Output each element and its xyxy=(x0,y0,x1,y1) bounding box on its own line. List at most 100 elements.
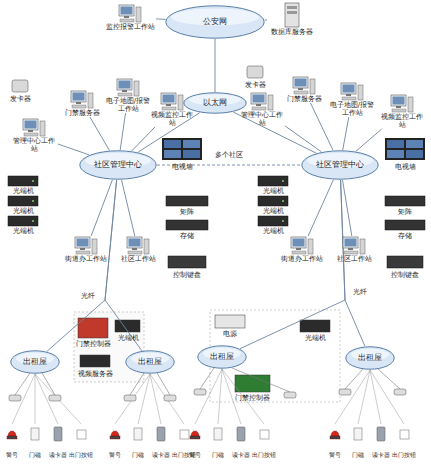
connector-line xyxy=(341,180,365,346)
connector-line xyxy=(58,144,89,155)
edge-label: 光纤 xyxy=(80,291,96,301)
monitor xyxy=(251,93,266,104)
ellipse-shape xyxy=(184,93,246,113)
part-label: 矩阵 xyxy=(398,209,412,216)
node-label: 出租屋 xyxy=(210,353,234,362)
part-label: 出门按钮 xyxy=(252,452,276,458)
ellipse-shape xyxy=(198,346,246,368)
keyboard xyxy=(24,133,38,136)
ellipse-shape xyxy=(346,347,394,369)
part-label: 电源 xyxy=(223,331,237,338)
monitor xyxy=(127,237,142,248)
node-label: 街道办工作站 xyxy=(279,255,325,263)
part-label: 读卡器 xyxy=(49,452,67,458)
computer-icon xyxy=(342,236,366,255)
screen xyxy=(129,239,141,247)
workstation-node: 电子地图/报警工作站 xyxy=(104,78,152,113)
node-label: 社区管理中心 xyxy=(316,161,364,170)
ellipse-shape xyxy=(126,351,174,373)
network-ellipse: 社区管理中心 xyxy=(301,150,379,180)
keyboard xyxy=(294,91,308,94)
part-label: 光端机 xyxy=(263,188,284,195)
part-label: 光端机 xyxy=(118,335,139,342)
stand xyxy=(296,248,301,250)
node-label: 管理中心工作站 xyxy=(10,137,58,153)
tower xyxy=(308,239,313,254)
network-ellipse: 公安网 xyxy=(165,5,265,39)
connector-line xyxy=(240,180,345,349)
part-label: 视频服务器 xyxy=(78,371,113,378)
connector-line xyxy=(90,117,110,150)
connector-line xyxy=(233,112,316,153)
computer-icon xyxy=(22,118,46,137)
keyboard xyxy=(162,107,176,110)
tower xyxy=(144,239,149,254)
connector-line xyxy=(47,180,117,351)
tower xyxy=(268,95,273,110)
monitor xyxy=(291,237,306,248)
stand xyxy=(346,94,351,96)
connector-line xyxy=(343,117,349,150)
screen xyxy=(163,95,175,103)
server-bay xyxy=(287,6,297,9)
door-contacts xyxy=(31,428,362,440)
stand xyxy=(166,104,171,106)
workstation-node: 视频监控工作站 xyxy=(379,94,425,129)
ellipse-shape xyxy=(166,6,264,38)
sensor-wires xyxy=(12,369,404,424)
house-equipment xyxy=(74,310,340,402)
monitor xyxy=(341,83,356,94)
part-label: 电视墙 xyxy=(395,164,416,171)
computer-icon xyxy=(126,236,150,255)
workstation-node: 监控报警工作站 xyxy=(104,4,156,31)
tower xyxy=(360,239,365,254)
part-label: 门禁控制器 xyxy=(76,341,111,348)
workstation-node: 街道办工作站 xyxy=(63,236,109,263)
connector-line xyxy=(215,39,216,92)
keyboard xyxy=(76,251,90,254)
part-label: 门磁 xyxy=(29,452,41,458)
part-label: 门磁 xyxy=(352,452,364,458)
node-label: 数据库服务器 xyxy=(267,28,317,36)
node-label: 出租屋 xyxy=(23,358,47,367)
screen xyxy=(343,85,355,93)
screen xyxy=(77,239,89,247)
computer-icon xyxy=(340,82,364,101)
rack-lights xyxy=(32,180,284,222)
node-label: 出租屋 xyxy=(138,358,162,367)
connector-line xyxy=(356,129,382,151)
node-label: 社区工作站 xyxy=(116,255,160,263)
part-label: 门禁控制器 xyxy=(235,395,270,402)
keyboard xyxy=(342,97,356,100)
part-label: 出门按钮 xyxy=(69,452,93,458)
server-icon xyxy=(282,2,302,28)
keyboard xyxy=(120,19,134,22)
part-label: 发卡器 xyxy=(10,96,31,103)
connector-line xyxy=(138,113,200,152)
computer-icon xyxy=(70,90,94,109)
part-label: 出门按钮 xyxy=(392,452,416,458)
part-label: 控制键盘 xyxy=(391,272,419,279)
computer-icon xyxy=(116,78,140,97)
screen xyxy=(295,79,307,87)
keyboard xyxy=(128,251,142,254)
part-label: 读卡器 xyxy=(232,452,250,458)
part-label: 光端机 xyxy=(13,208,34,215)
node-label: 社区管理中心 xyxy=(94,161,142,170)
part-label: 警号 xyxy=(329,452,341,458)
stand xyxy=(80,248,85,250)
node-label: 出租屋 xyxy=(358,354,382,363)
monitor xyxy=(391,95,406,106)
stand xyxy=(132,248,137,250)
part-label: 控制键盘 xyxy=(173,272,201,279)
keyboard xyxy=(344,251,358,254)
card-readers xyxy=(54,427,385,441)
node-label: 视频监控工作站 xyxy=(379,113,425,129)
stand xyxy=(122,90,127,92)
computer-icon xyxy=(292,76,316,95)
tower xyxy=(134,81,139,96)
part-label: 光端机 xyxy=(13,188,34,195)
part-label: 光端机 xyxy=(263,228,284,235)
